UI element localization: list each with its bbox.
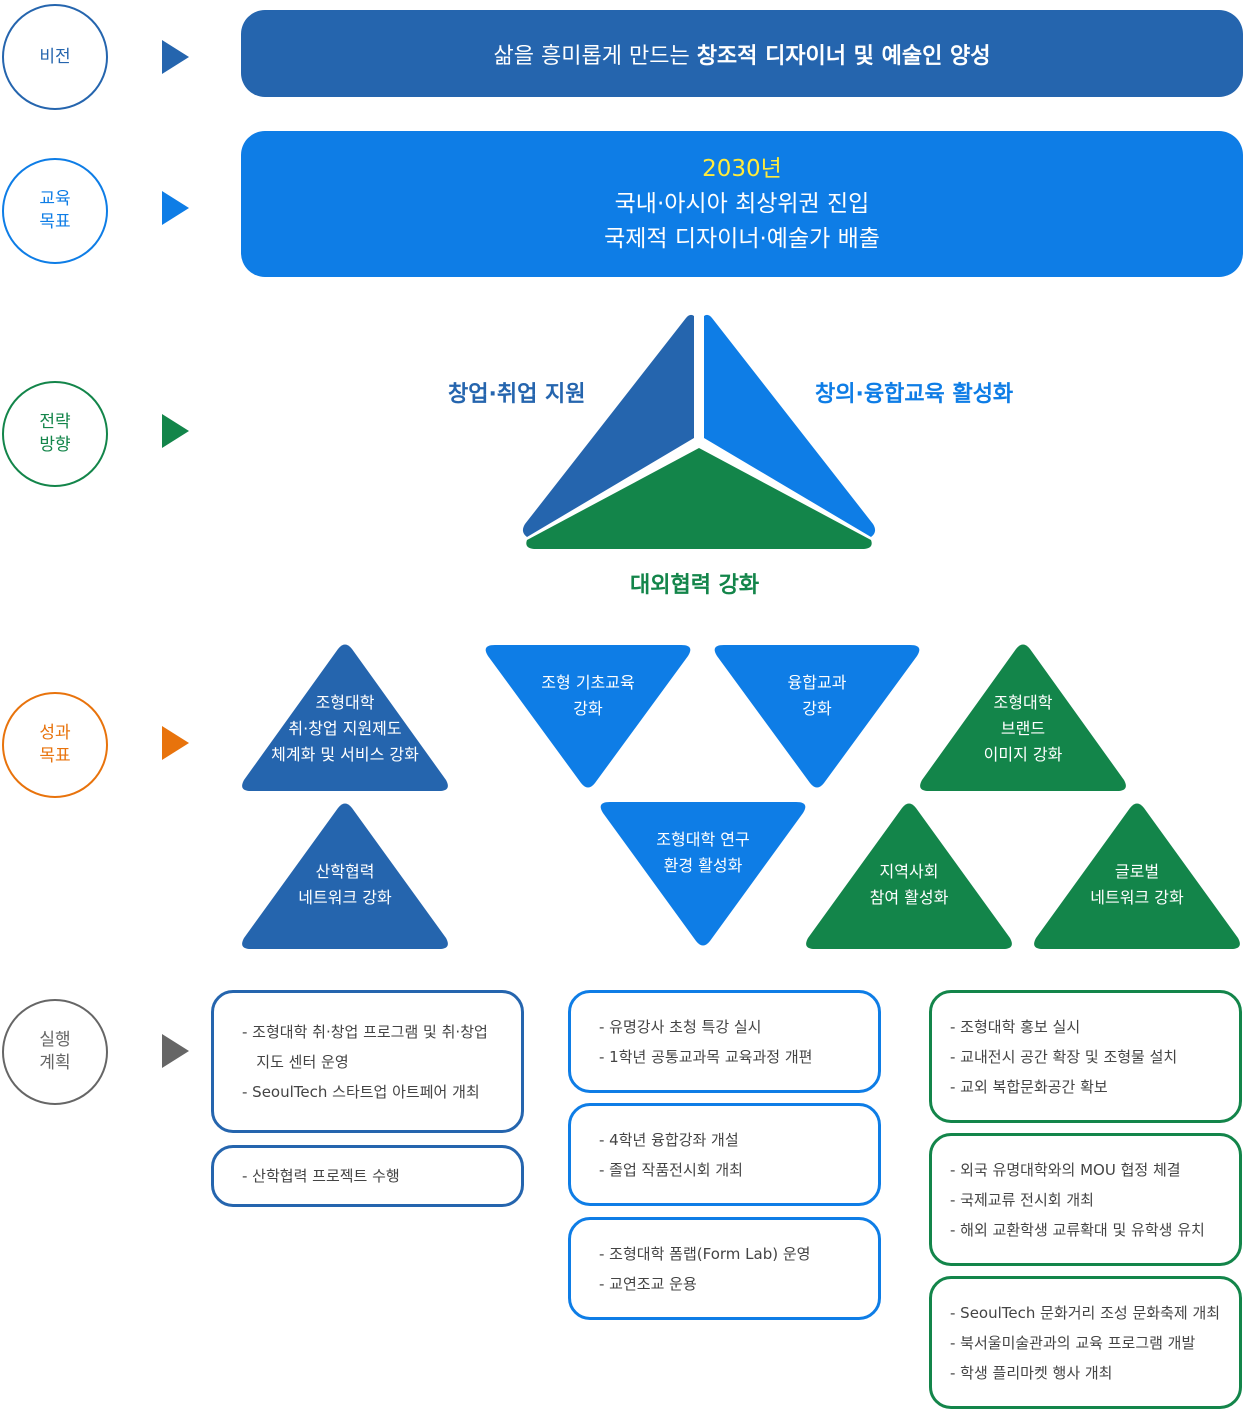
row-label-education-goal: 교육 목표 xyxy=(2,158,108,264)
education-goal-banner: 2030년 국내·아시아 최상위권 진입 국제적 디자이너·예술가 배출 xyxy=(241,131,1243,277)
strategy-segment-right xyxy=(704,314,876,537)
vision-text-bold: 창조적 디자이너 및 예술인 양성 xyxy=(696,43,991,69)
plan-box-community: - SeoulTech 문화거리 조성 문화축제 개최 - 북서울미술관과의 교… xyxy=(929,1276,1242,1409)
plan-box-industry: - 산학협력 프로젝트 수행 xyxy=(211,1145,524,1207)
plan-box-research: - 조형대학 폼랩(Form Lab) 운영 - 교연조교 운용 xyxy=(568,1217,881,1320)
target-triangle-global-network xyxy=(1034,803,1240,949)
target-text: 글로벌 네트워크 강화 xyxy=(1090,862,1184,907)
plan-box-brand: - 조형대학 홍보 실시 - 교내전시 공간 확장 및 조형물 설치 - 교외 … xyxy=(929,990,1242,1123)
strategy-segment-bottom xyxy=(526,448,872,549)
row-arrow-icon xyxy=(162,726,189,760)
plan-box-basic-education: - 유명강사 초청 특강 실시 - 1학년 공통교과목 교육과정 개편 xyxy=(568,990,881,1093)
target-text: 융합교과 강화 xyxy=(787,673,847,718)
target-triangle-brand-image xyxy=(920,644,1126,791)
vision-text: 삶을 흥미롭게 만드는 xyxy=(493,43,697,69)
target-triangle-convergence-course xyxy=(714,645,920,788)
target-text: 조형대학 연구 환경 활성화 xyxy=(656,830,750,875)
target-triangle-research-environment xyxy=(600,802,806,946)
strategy-triangle xyxy=(522,314,876,549)
target-triangle-basic-education xyxy=(485,645,691,788)
target-text: 조형대학 브랜드 이미지 강화 xyxy=(983,693,1063,764)
target-triangle-community xyxy=(806,803,1012,949)
strategy-label-convergence: 창의·융합교육 활성화 xyxy=(815,382,1014,407)
vision-banner: 삶을 흥미롭게 만드는 창조적 디자이너 및 예술인 양성 xyxy=(241,10,1243,97)
target-text: 산학협력 네트워크 강화 xyxy=(298,862,392,907)
row-arrow-icon xyxy=(162,40,189,74)
row-label-strategy: 전략 방향 xyxy=(2,381,108,487)
target-triangle-industry-network xyxy=(242,803,448,949)
plan-box-convergence: - 4학년 융합강좌 개설 - 졸업 작품전시회 개최 xyxy=(568,1103,881,1206)
strategy-label-cooperation: 대외협력 강화 xyxy=(630,573,760,598)
plan-box-global: - 외국 유명대학와의 MOU 협정 체결 - 국제교류 전시회 개최 - 해외… xyxy=(929,1133,1242,1266)
target-text: 조형대학 취·창업 지원제도 체계화 및 서비스 강화 xyxy=(271,693,419,764)
strategy-segment-left xyxy=(522,314,694,537)
strategy-label-startup: 창업·취업 지원 xyxy=(448,382,586,407)
row-label-vision: 비전 xyxy=(2,4,108,110)
plan-box-startup: - 조형대학 취·창업 프로그램 및 취·창업 지도 센터 운영 - Seoul… xyxy=(211,990,524,1133)
row-arrow-icon xyxy=(162,1034,189,1068)
goal-line-2: 국제적 디자이너·예술가 배출 xyxy=(604,225,880,252)
row-arrow-icon xyxy=(162,191,189,225)
target-text: 지역사회 참여 활성화 xyxy=(869,862,949,907)
row-label-performance-goal: 성과 목표 xyxy=(2,692,108,798)
row-label-action-plan: 실행 계획 xyxy=(2,999,108,1105)
target-triangle-startup-support xyxy=(242,644,448,791)
row-arrow-icon xyxy=(162,414,189,448)
target-text: 조형 기초교육 강화 xyxy=(541,673,635,718)
goal-year: 2030년 xyxy=(702,155,782,182)
goal-line-1: 국내·아시아 최상위권 진입 xyxy=(614,190,870,217)
